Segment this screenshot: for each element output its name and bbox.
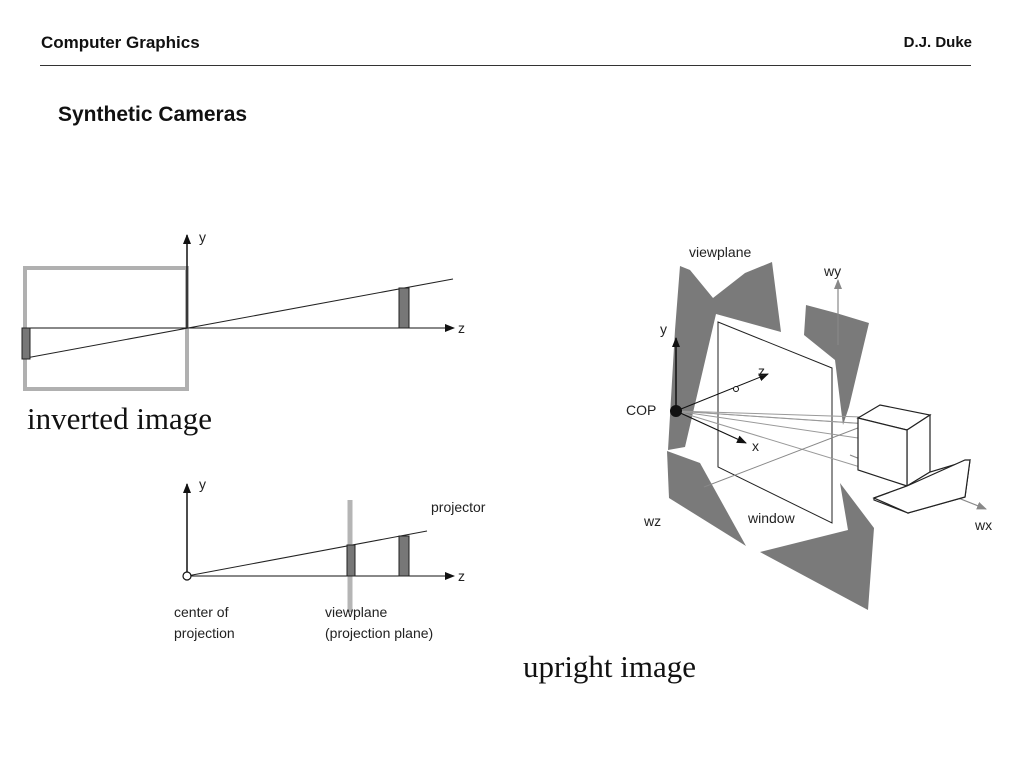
projection-plane-diagram: y z projector center of projection viewp… <box>174 476 486 641</box>
3d-synthetic-camera-diagram: viewplane wy y z COP x wz window wx <box>626 244 992 610</box>
camera-x-axis <box>675 410 747 444</box>
object-bar <box>398 535 410 577</box>
projector-line <box>675 410 863 418</box>
viewplane-label-line1: viewplane <box>325 604 387 620</box>
camera-y-label: y <box>660 321 667 337</box>
window-label: window <box>747 510 796 526</box>
camera-x-label: x <box>752 438 759 454</box>
cop-label: COP <box>626 402 656 418</box>
projector-ray <box>25 278 454 359</box>
z-axis-label: z <box>458 568 465 584</box>
projector-label: projector <box>431 499 486 515</box>
slide-title: Synthetic Cameras <box>58 103 248 126</box>
wy-label: wy <box>823 263 841 279</box>
wx-label: wx <box>974 517 992 533</box>
window-center-point <box>733 386 739 392</box>
object-bar <box>398 287 410 329</box>
camera-z-axis <box>675 373 769 412</box>
inverted-image-caption: inverted image <box>27 401 213 436</box>
upright-image-caption: upright image <box>523 649 697 684</box>
projected-image-bar <box>346 544 356 577</box>
pinhole-camera-diagram: y z <box>21 229 465 391</box>
viewplane-frame-top-right <box>804 305 869 425</box>
header-rule <box>40 65 971 66</box>
cop-point <box>670 405 682 417</box>
wz-label: wz <box>643 513 661 529</box>
course-title: Computer Graphics <box>41 33 200 52</box>
inverted-image-bar <box>21 327 31 360</box>
cop-label-line1: center of <box>174 604 229 620</box>
viewplane-frame-bottom-right <box>760 483 874 610</box>
y-axis-label: y <box>199 229 206 245</box>
camera-z-label: z <box>758 363 765 379</box>
viewplane-frame-top-left <box>668 262 781 450</box>
wz-axis <box>703 420 877 488</box>
cop-label-line2: projection <box>174 625 235 641</box>
z-axis-label: z <box>458 320 465 336</box>
author-name: D.J. Duke <box>903 34 972 51</box>
viewplane-label-line2: (projection plane) <box>325 625 433 641</box>
window-rectangle <box>717 321 833 524</box>
wedge-object <box>872 459 971 514</box>
viewplane-label: viewplane <box>689 244 751 260</box>
viewplane-frame-bottom-left <box>667 451 746 546</box>
projector-line <box>675 410 871 471</box>
y-axis-label: y <box>199 476 206 492</box>
center-of-projection-point <box>182 571 192 581</box>
projector-ray <box>186 530 428 577</box>
cube-object <box>856 404 932 488</box>
